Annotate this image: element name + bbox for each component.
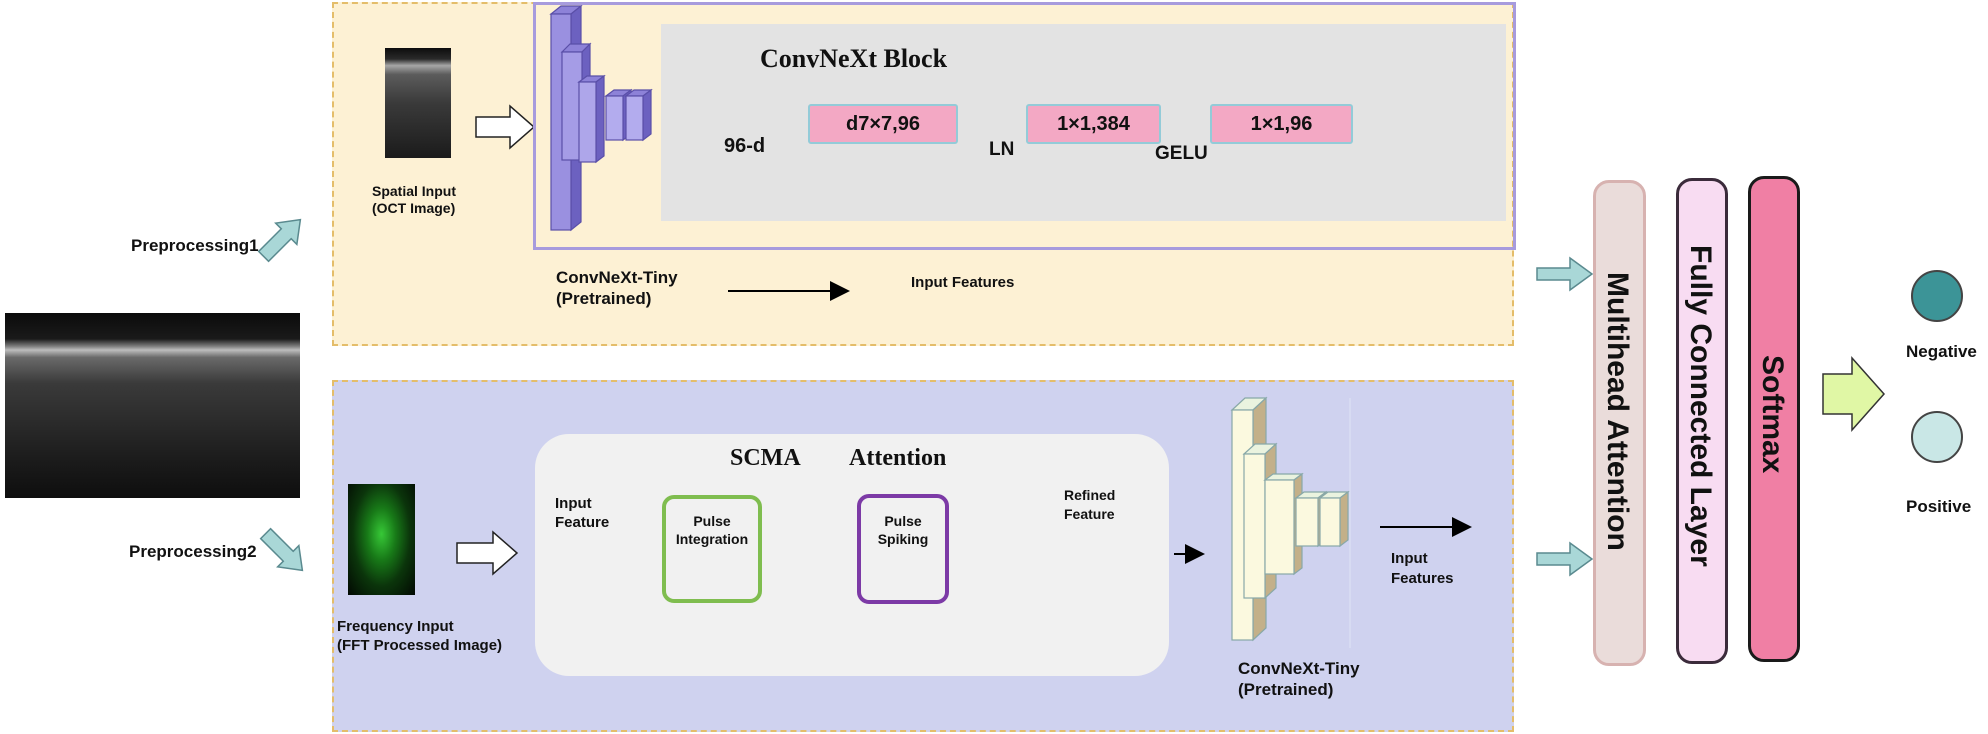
scma-title: SCMA bbox=[730, 445, 801, 471]
bottom-output-line1: Input bbox=[1391, 550, 1428, 567]
refined-feature-line1: Refined bbox=[1064, 487, 1116, 503]
depthwise-conv-op: d7×7,96 bbox=[808, 104, 958, 144]
convnext-block-frame bbox=[533, 2, 1516, 250]
preprocessing1-arrow bbox=[257, 218, 302, 263]
spatial-input-label: Spatial Input (OCT Image) bbox=[372, 183, 456, 217]
frequency-input-line2: (FFT Processed Image) bbox=[337, 637, 503, 654]
pulse-integration-box bbox=[662, 495, 762, 603]
preprocessing2-arrow bbox=[259, 527, 304, 572]
pulse-integration-line2: Integration bbox=[675, 531, 749, 547]
attention-title: Attention bbox=[849, 445, 947, 471]
frequency-input-arrow bbox=[456, 530, 519, 576]
input-feature-line1: Input bbox=[555, 495, 592, 512]
spatial-input-line1: Spatial Input bbox=[372, 183, 456, 199]
refined-feature-label: Refined Feature bbox=[1064, 486, 1115, 524]
frequency-input-label: Frequency Input (FFT Processed Image) bbox=[337, 617, 502, 655]
spatial-input-line2: (OCT Image) bbox=[372, 200, 456, 216]
top-backbone-line1: ConvNeXt-Tiny bbox=[556, 268, 678, 287]
multihead-attention-label: Multihead Attention bbox=[1601, 272, 1634, 551]
convnext-input-label: 96-d bbox=[724, 135, 766, 157]
top-backbone-line2: (Pretrained) bbox=[556, 289, 652, 308]
top-to-head-arrow bbox=[1536, 256, 1594, 292]
spatial-oct-image bbox=[385, 48, 451, 158]
pointwise-project-op: 1×1,96 bbox=[1210, 104, 1353, 144]
multihead-attention-bar bbox=[1593, 180, 1646, 666]
pulse-integration-label: Pulse Integration bbox=[662, 512, 762, 548]
negative-class-label: Negative bbox=[1906, 342, 1977, 361]
top-convnext-blocks bbox=[549, 4, 653, 232]
bottom-backbone-line1: ConvNeXt-Tiny bbox=[1238, 659, 1360, 678]
top-backbone-label: ConvNeXt-Tiny (Pretrained) bbox=[556, 267, 678, 309]
pulse-spiking-line2: Spiking bbox=[877, 531, 929, 547]
bottom-backbone-line2: (Pretrained) bbox=[1238, 680, 1334, 699]
negative-class-circle bbox=[1911, 270, 1963, 322]
softmax-bar bbox=[1748, 176, 1800, 662]
bottom-to-head-arrow bbox=[1536, 541, 1594, 577]
scma-attention-panel bbox=[535, 434, 1169, 676]
bottom-backbone-label: ConvNeXt-Tiny (Pretrained) bbox=[1238, 658, 1360, 700]
positive-class-circle bbox=[1911, 411, 1963, 463]
pulse-integration-line1: Pulse bbox=[693, 513, 731, 529]
pulse-spiking-label: Pulse Spiking bbox=[857, 512, 949, 548]
positive-class-label: Positive bbox=[1906, 497, 1972, 516]
bottom-convnext-blocks bbox=[1230, 396, 1350, 642]
refined-feature-line2: Feature bbox=[1064, 506, 1115, 522]
fully-connected-bar bbox=[1676, 178, 1728, 664]
input-feature-label: Input Feature bbox=[555, 494, 609, 532]
top-output-label: Input Features bbox=[911, 274, 1015, 291]
fully-connected-label: Fully Connected Layer bbox=[1684, 245, 1717, 567]
raw-oct-image bbox=[5, 313, 300, 498]
convnext-block-title: ConvNeXt Block bbox=[760, 44, 948, 73]
spatial-input-arrow bbox=[475, 104, 536, 150]
frequency-fft-image bbox=[348, 484, 415, 595]
softmax-label: Softmax bbox=[1756, 355, 1789, 474]
bottom-output-label: Input Features bbox=[1391, 549, 1454, 589]
preprocessing1-label: Preprocessing1 bbox=[131, 236, 259, 255]
pulse-spiking-box bbox=[857, 494, 949, 604]
input-feature-line2: Feature bbox=[555, 514, 610, 531]
gelu-label: GELU bbox=[1155, 143, 1208, 164]
softmax-output-arrow bbox=[1822, 356, 1886, 432]
preprocessing2-label: Preprocessing2 bbox=[129, 542, 257, 561]
pulse-spiking-line1: Pulse bbox=[884, 513, 922, 529]
frequency-input-line1: Frequency Input bbox=[337, 618, 454, 635]
pointwise-expand-op: 1×1,384 bbox=[1026, 104, 1161, 144]
layernorm-label: LN bbox=[989, 139, 1015, 160]
bottom-output-line2: Features bbox=[1391, 570, 1454, 587]
